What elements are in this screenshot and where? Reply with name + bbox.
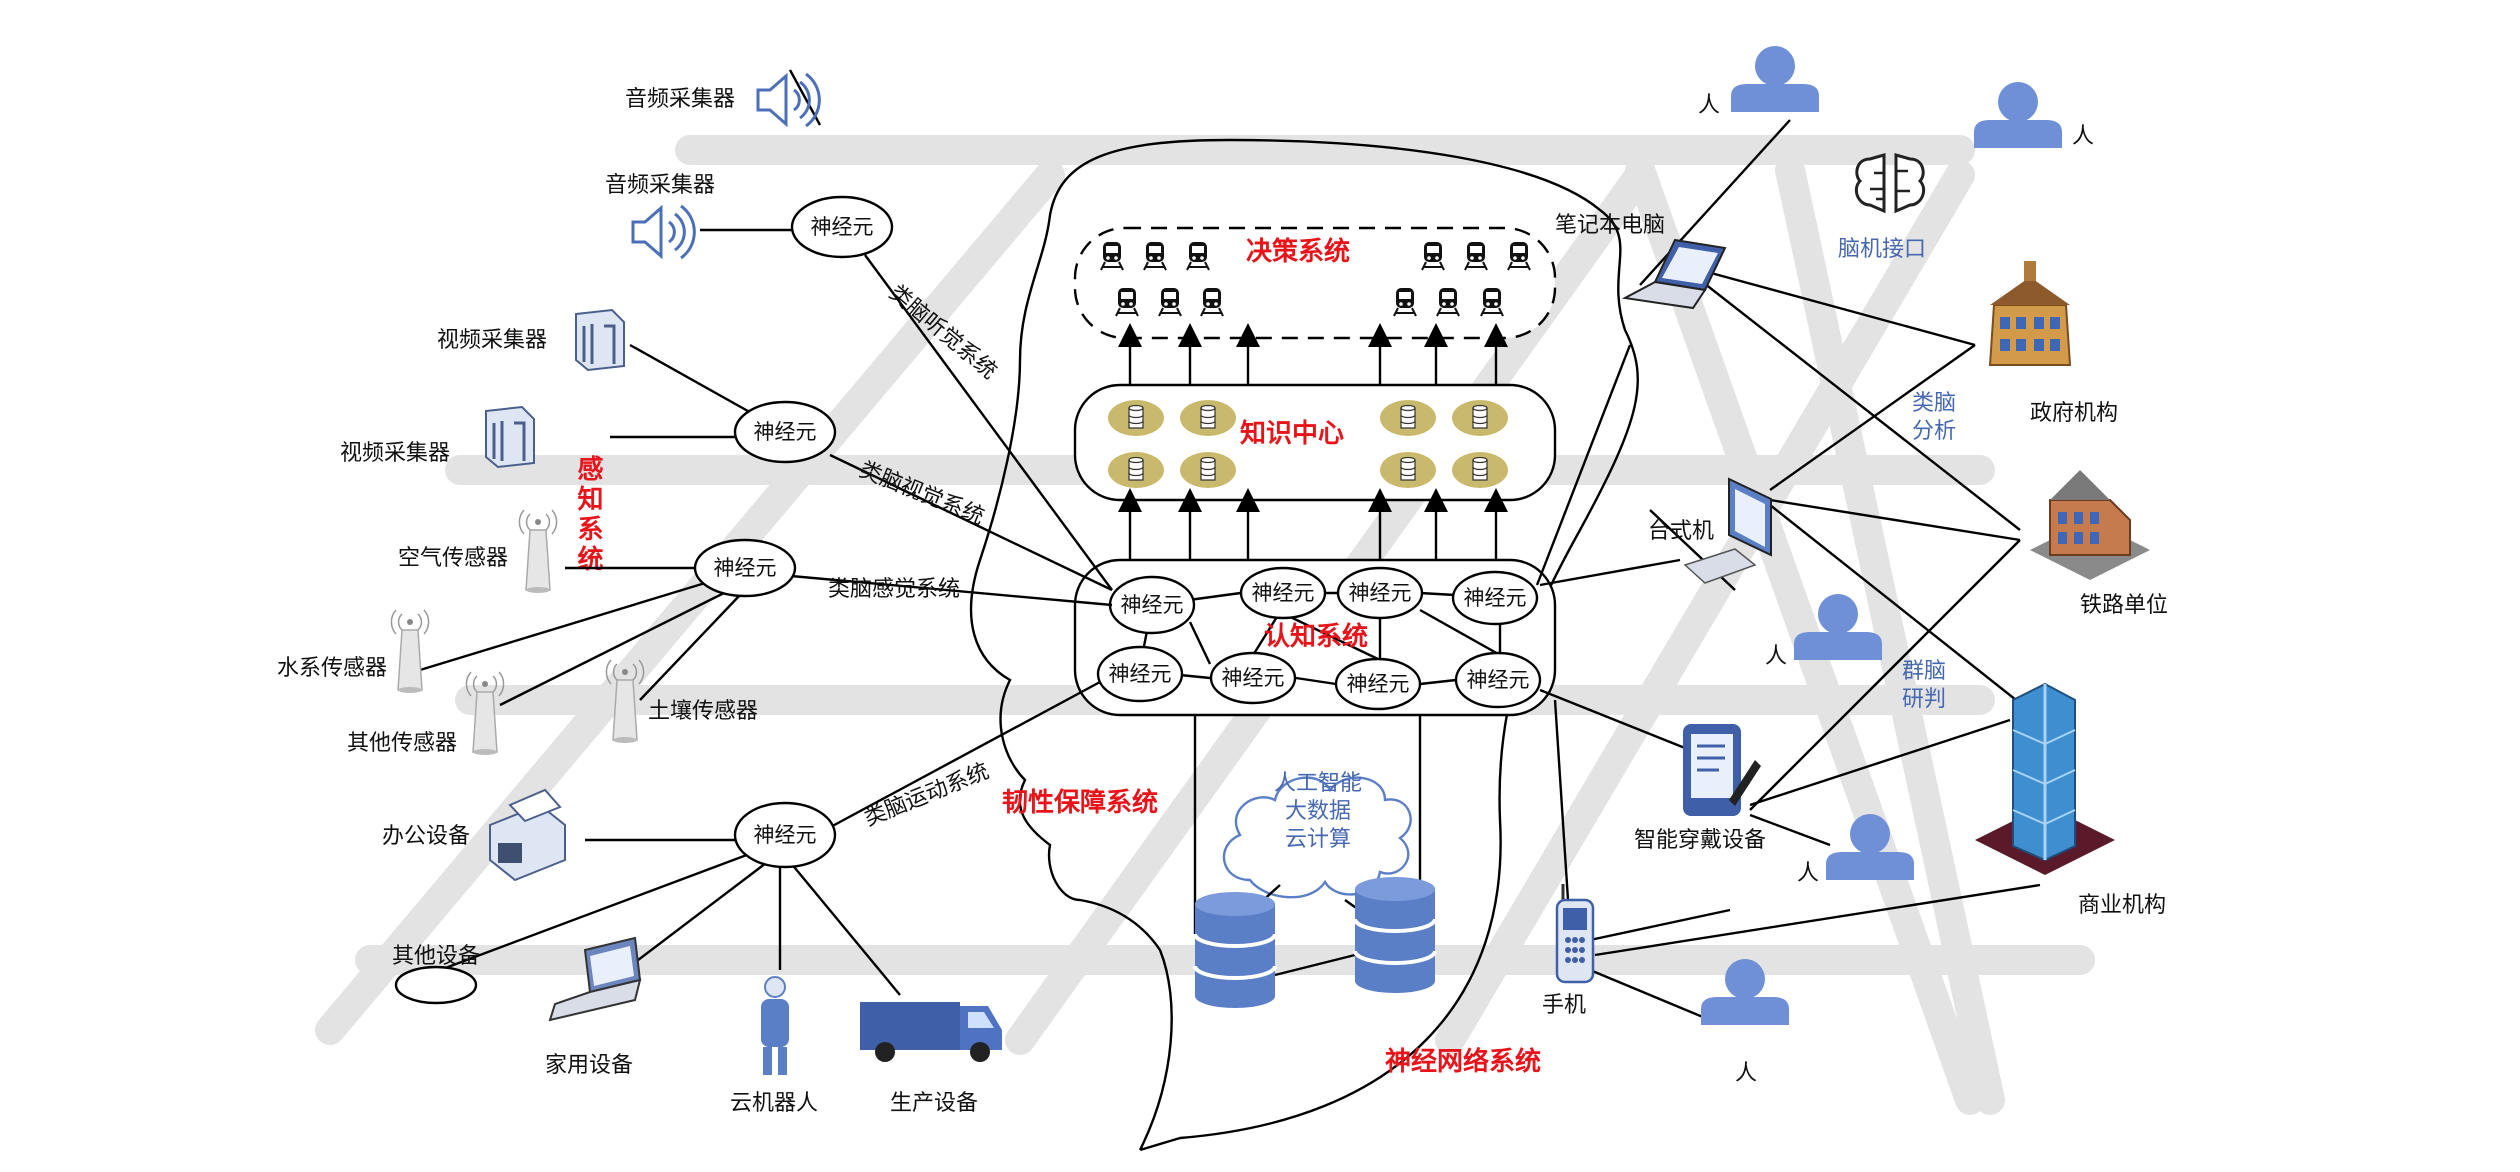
- svg-text:感知系统: 感知系统: [573, 455, 603, 575]
- neural-network-system-label: 神经网络系统: [1385, 1046, 1541, 1077]
- truck-icon: [860, 1002, 1002, 1062]
- government-label: 政府机构: [2030, 401, 2118, 426]
- cognition-neurons: 神经元 神经元 神经元 神经元 神经元 神经元 神经元 神经元: [1096, 566, 1542, 711]
- air-sensor-label: 空气传感器: [398, 546, 508, 571]
- svg-text:神经元: 神经元: [1109, 662, 1172, 686]
- production-equipment-label: 生产设备: [890, 1091, 978, 1116]
- group-judgement-line-1: 群脑: [1902, 659, 1946, 684]
- camera-icon: [484, 405, 536, 469]
- svg-text:神经元: 神经元: [1464, 586, 1527, 610]
- person-icon: [1826, 814, 1914, 880]
- group-judgement-line-2: 研判: [1902, 687, 1946, 712]
- cognition-system-label: 认知系统: [1264, 621, 1368, 652]
- svg-text:神经元: 神经元: [1252, 581, 1315, 605]
- svg-text:神经元: 神经元: [1121, 593, 1184, 617]
- person-label-5: 人: [1735, 1061, 1757, 1086]
- desktop-icon: [1683, 477, 1772, 584]
- svg-text:神经元: 神经元: [1467, 668, 1530, 692]
- printer-icon: [489, 788, 566, 882]
- cloud-line-1: 人工智能: [1274, 771, 1362, 796]
- robot-icon: [761, 976, 789, 1075]
- left-neurons: 神经元 神经元 神经元 神经元: [394, 195, 894, 1005]
- cloud-line-3: 云计算: [1285, 827, 1351, 852]
- audio-collector-2-label: 音频采集器: [605, 173, 715, 198]
- resilience-system-label: 韧性保障系统: [1002, 787, 1158, 818]
- database-icon-left: [1193, 890, 1277, 1010]
- camera-icon: [574, 308, 626, 372]
- left-links: [399, 69, 1113, 996]
- laptop-icon: [548, 936, 642, 1022]
- person-label-2: 人: [2072, 124, 2094, 149]
- desktop-label: 台式机: [1648, 519, 1714, 544]
- audio-collector-1-label: 音频采集器: [625, 87, 735, 112]
- sensor-tower-icon: [390, 609, 430, 694]
- phone-label: 手机: [1542, 993, 1586, 1018]
- soil-sensor-label: 土壤传感器: [648, 699, 758, 724]
- sensory-pathway-label: 类脑感觉系统: [828, 577, 960, 602]
- wearable-label: 智能穿戴设备: [1634, 828, 1766, 853]
- svg-text:神经元: 神经元: [811, 215, 874, 239]
- person-label-4: 人: [1797, 861, 1819, 886]
- svg-text:神经元: 神经元: [1347, 672, 1410, 696]
- speaker-icon: [631, 204, 696, 260]
- tablet-icon: [1683, 724, 1761, 816]
- svg-text:神经元: 神经元: [714, 556, 777, 580]
- cloud-robot-label: 云机器人: [730, 1091, 818, 1116]
- building-icon: [1989, 260, 2071, 366]
- other-device-node: [394, 965, 478, 1005]
- video-collector-1-label: 视频采集器: [437, 328, 547, 353]
- database-icon-right: [1353, 875, 1437, 995]
- svg-text:神经元: 神经元: [754, 420, 817, 444]
- railway-unit-label: 铁路单位: [2080, 593, 2168, 618]
- knowledge-arrows: [1118, 488, 1508, 560]
- sensor-tower-icon: [518, 509, 558, 594]
- commercial-label: 商业机构: [2078, 893, 2166, 918]
- svg-text:神经元: 神经元: [1222, 666, 1285, 690]
- decision-system-label: 决策系统: [1246, 236, 1350, 267]
- water-sensor-label: 水系传感器: [277, 656, 387, 681]
- decision-arrows: [1118, 323, 1508, 385]
- person-icon: [1974, 82, 2062, 148]
- building-icon: [1975, 682, 2115, 875]
- cloud-icon: [1222, 776, 1412, 899]
- other-equipment-label: 其他设备: [392, 944, 480, 969]
- phone-icon: [1555, 884, 1595, 984]
- brain-chip-icon: [1854, 153, 1926, 214]
- person-icon: [1731, 46, 1819, 112]
- motor-pathway-label: 类脑运动系统: [861, 759, 993, 832]
- perception-system-label: 感知系统: [573, 455, 603, 575]
- cloud-line-2: 大数据: [1285, 799, 1351, 824]
- svg-text:神经元: 神经元: [1349, 581, 1412, 605]
- person-label-3: 人: [1765, 644, 1787, 669]
- office-equipment-label: 办公设备: [382, 824, 470, 849]
- bci-label: 脑机接口: [1838, 237, 1926, 262]
- other-sensor-label: 其他传感器: [347, 731, 457, 756]
- person-label-1: 人: [1698, 93, 1720, 118]
- svg-text:神经元: 神经元: [754, 823, 817, 847]
- video-collector-2-label: 视频采集器: [340, 441, 450, 466]
- brain-analysis-line-1: 类脑: [1912, 391, 1956, 416]
- home-equipment-label: 家用设备: [545, 1053, 633, 1078]
- brain-analysis-line-2: 分析: [1912, 419, 1956, 444]
- laptop-icon: [1621, 238, 1727, 310]
- knowledge-center-label: 知识中心: [1240, 419, 1344, 449]
- laptop-label: 笔记本电脑: [1555, 213, 1665, 238]
- speaker-icon: [756, 72, 821, 128]
- building-icon: [2030, 470, 2150, 580]
